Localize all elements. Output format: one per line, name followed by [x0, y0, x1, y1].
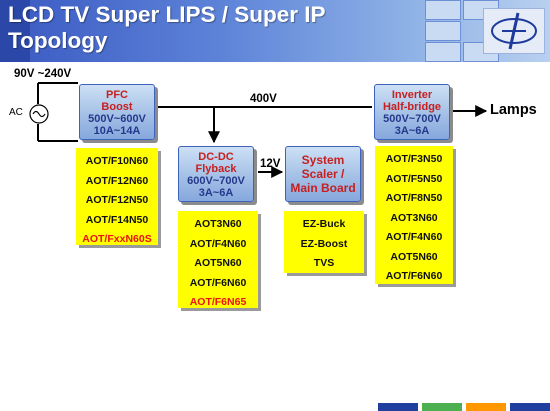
- block-subname: Half-bridge: [382, 101, 442, 113]
- list-item: EZ-Buck: [302, 218, 346, 230]
- footer-decoration: [0, 401, 550, 411]
- pfc-boost-block: PFC Boost 500V~600V 10A~14A: [79, 84, 155, 140]
- title-bar: [0, 0, 550, 62]
- pfc-part-list: AOT/F10N60 AOT/F12N60 AOT/F12N50 AOT/F14…: [76, 148, 158, 245]
- dcdc-flyback-block: DC-DC Flyback 600V~700V 3A~6A: [178, 146, 254, 202]
- list-item: AOT/F10N60: [85, 155, 149, 167]
- low-voltage-label: 12V: [260, 158, 281, 170]
- list-item: AOT3N60: [390, 211, 438, 224]
- ac-label: AC: [9, 107, 23, 118]
- list-item-highlight: AOT/F6N65: [189, 296, 247, 308]
- block-name: PFC: [106, 89, 128, 101]
- list-item: AOT/F12N60: [85, 174, 149, 187]
- block-spec-voltage: 500V~700V: [383, 113, 441, 125]
- block-name: DC-DC: [198, 151, 234, 163]
- block-subname-2: Main Board: [290, 181, 356, 195]
- page-title: LCD TV Super LIPS / Super IP Topology: [8, 2, 326, 53]
- list-item: AOT5N60: [194, 257, 242, 269]
- list-item: AOT5N60: [390, 250, 438, 263]
- lamps-output-label: Lamps: [490, 102, 537, 118]
- title-bar-shade: [0, 0, 30, 62]
- list-item: AOT/F8N50: [385, 192, 443, 204]
- list-item: AOT3N60: [194, 218, 242, 230]
- inverter-halfbridge-block: Inverter Half-bridge 500V~700V 3A~6A: [374, 84, 450, 140]
- block-name: Inverter: [391, 89, 433, 101]
- list-item: AOT/F4N60: [189, 237, 247, 250]
- block-spec-current: 3A~6A: [394, 125, 430, 137]
- block-spec-voltage: 600V~700V: [187, 175, 245, 187]
- list-item: AOT/F5N50: [385, 172, 443, 185]
- company-logo: [483, 8, 545, 54]
- block-subname: Flyback: [195, 163, 237, 175]
- block-spec-current: 10A~14A: [93, 125, 141, 137]
- flyback-part-list: AOT3N60 AOT/F4N60 AOT5N60 AOT/F6N60 AOT/…: [178, 211, 258, 308]
- list-item-highlight: AOT/FxxN60S: [82, 233, 152, 245]
- list-item: AOT/F12N50: [85, 194, 149, 206]
- system-scaler-block: System Scaler / Main Board: [285, 146, 361, 202]
- scaler-part-list: EZ-Buck EZ-Boost TVS: [284, 211, 364, 273]
- inverter-part-list: AOT/F3N50 AOT/F5N50 AOT/F8N50 AOT3N60 AO…: [375, 146, 453, 284]
- input-voltage-label: 90V ~240V: [14, 68, 72, 80]
- list-item: AOT/F4N60: [385, 231, 443, 243]
- list-item: AOT/F3N50: [385, 153, 443, 165]
- list-item: AOT/F14N50: [85, 213, 149, 226]
- list-item: AOT/F6N60: [385, 270, 443, 282]
- block-name: System: [301, 153, 345, 167]
- list-item: TVS: [313, 257, 335, 269]
- list-item: EZ-Boost: [300, 237, 348, 250]
- block-subname: Boost: [101, 101, 133, 113]
- ac-source-icon: [29, 104, 49, 124]
- bus-voltage-label: 400V: [250, 93, 277, 105]
- block-spec-current: 3A~6A: [198, 187, 234, 199]
- block-spec-voltage: 500V~600V: [88, 113, 146, 125]
- block-subname: Scaler /: [301, 167, 345, 181]
- list-item: AOT/F6N60: [189, 276, 247, 289]
